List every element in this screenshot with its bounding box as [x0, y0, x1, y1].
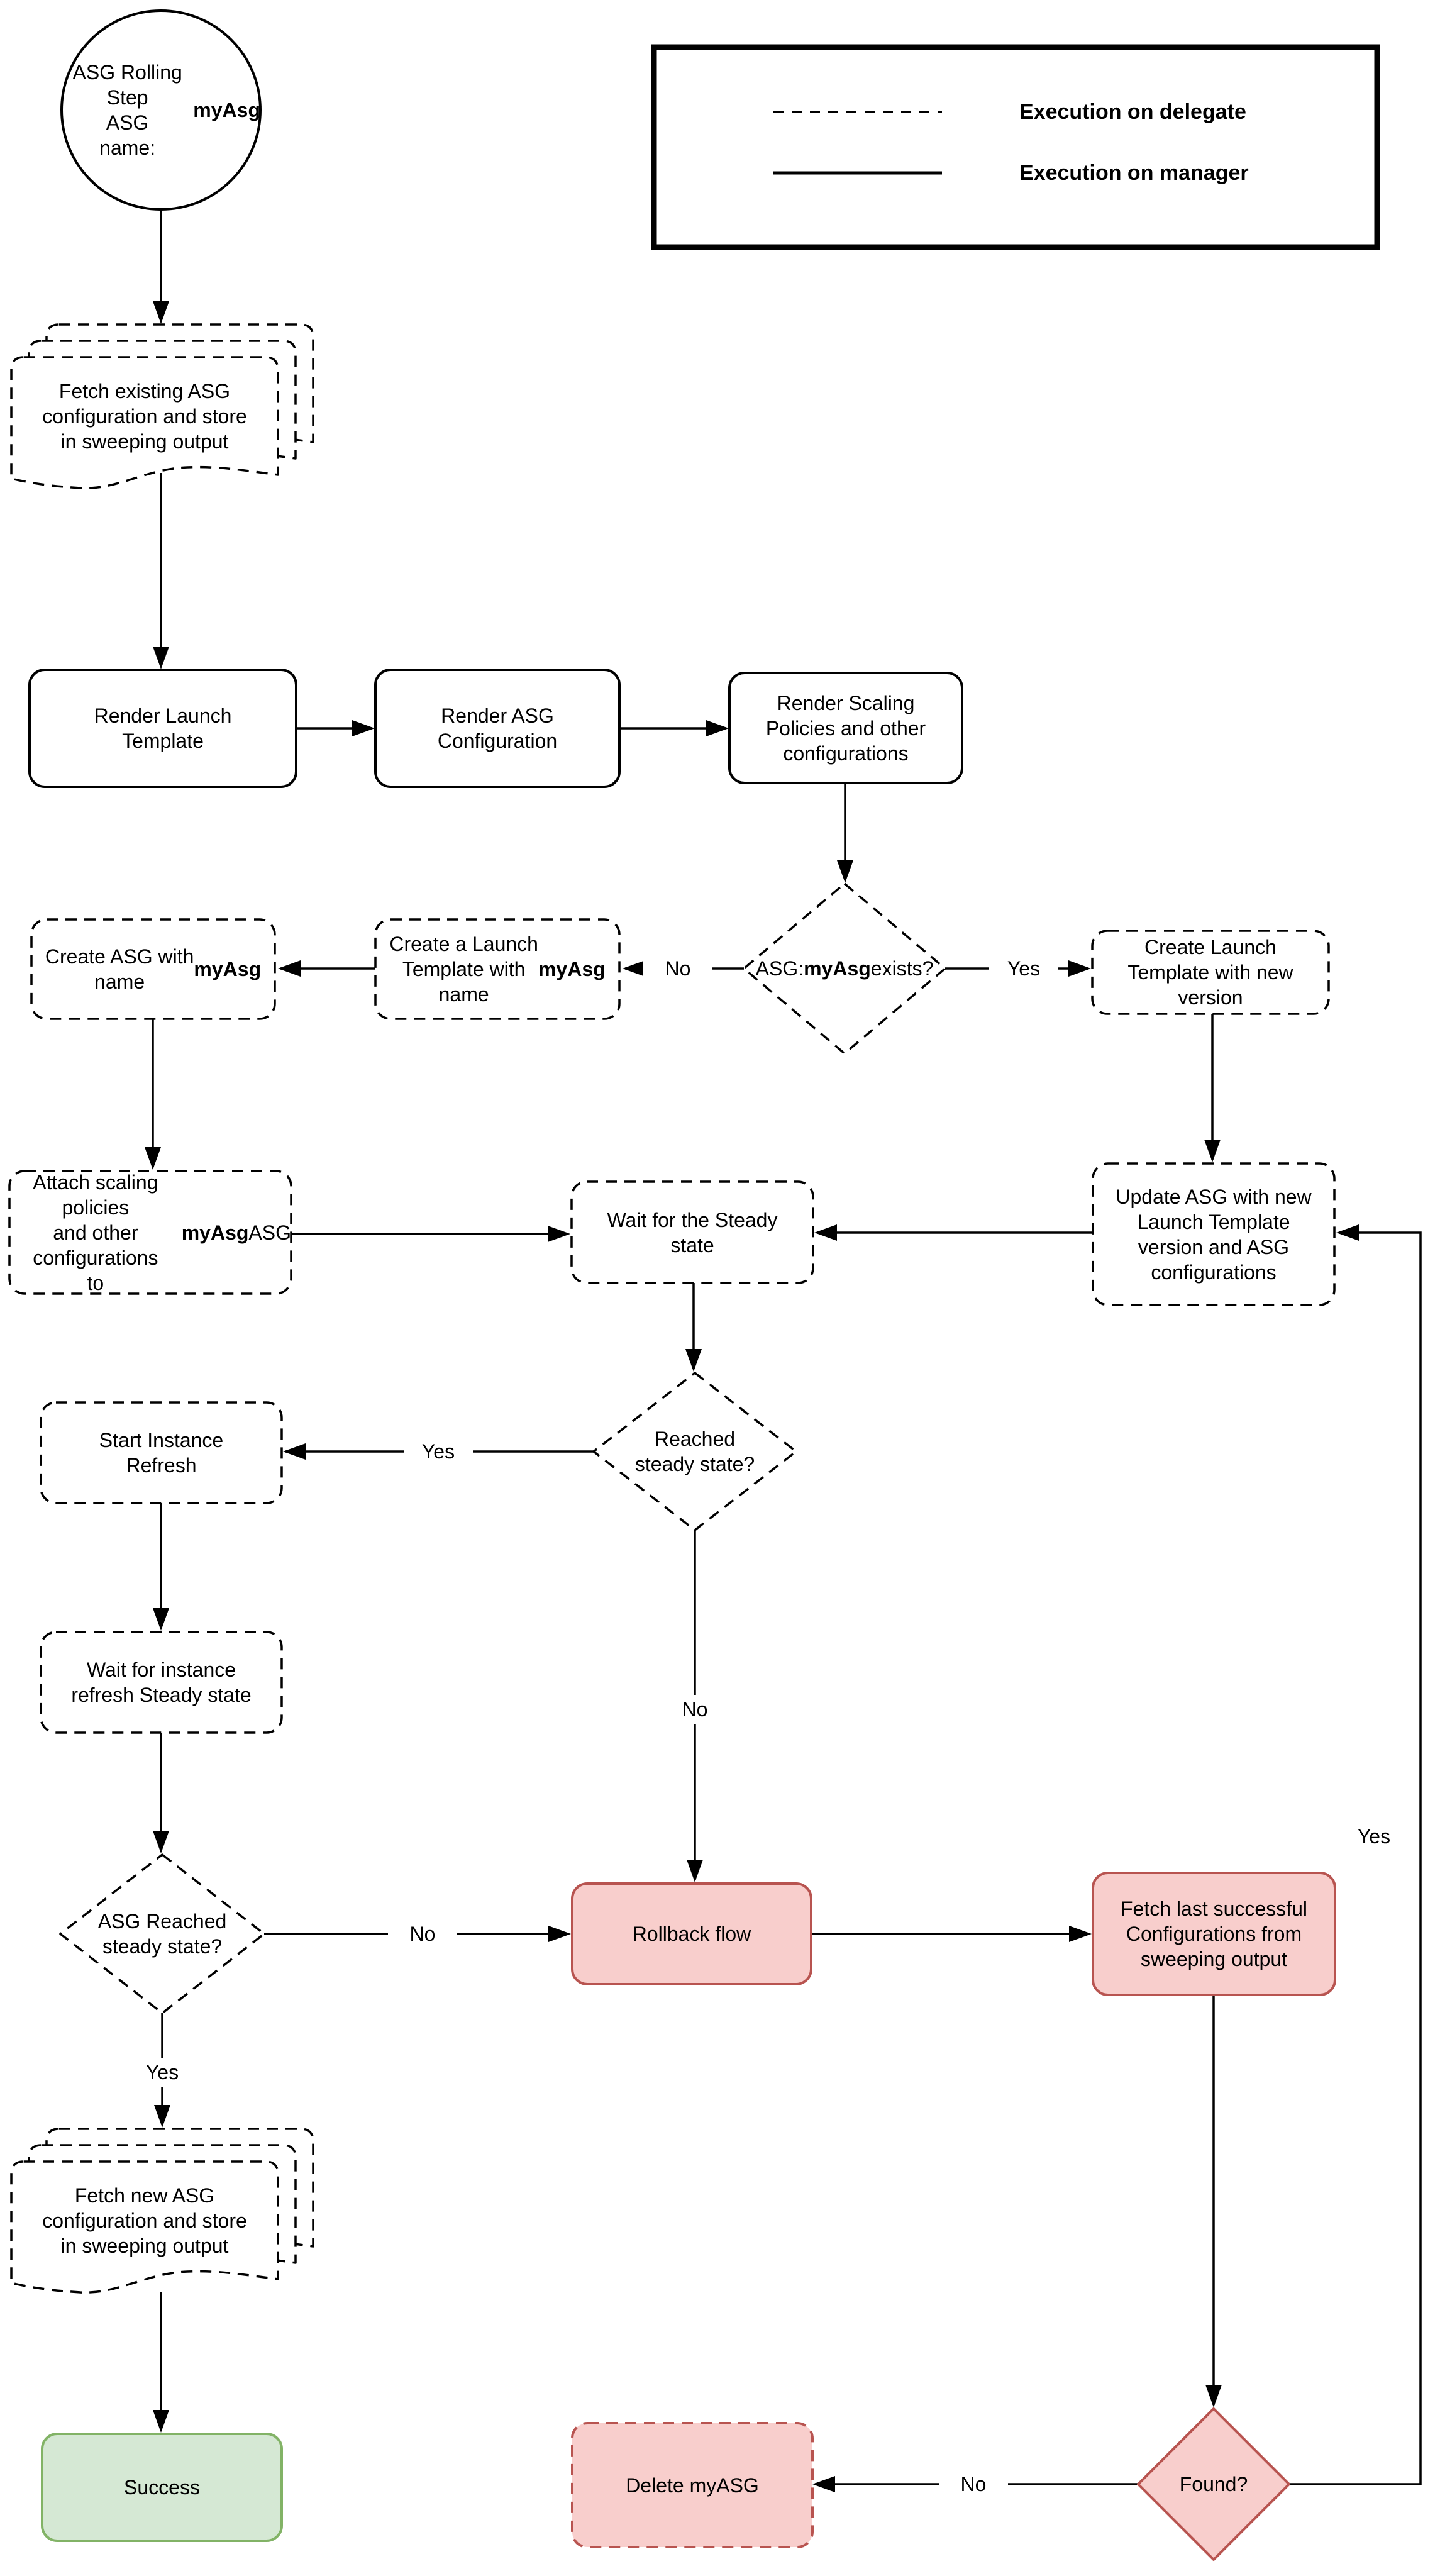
node-delete-myasg-shape: [571, 2422, 814, 2548]
node-render-launch-template-shape: [28, 669, 297, 788]
flow-connector: [1289, 1224, 1422, 2485]
node-success-label: Success: [124, 2476, 200, 2499]
node-delete-myasg-label: Delete myASG: [626, 2473, 759, 2497]
node-rollback-flow-shape: [571, 1882, 812, 1985]
edge-label-reached-steady-yes: Yes: [404, 1437, 473, 1466]
node-reached-steady-state-shape: [592, 1372, 797, 1531]
node-rollback-flow-label: Rollback flow: [632, 1923, 751, 1945]
node-render-scaling-policies-shape: [728, 672, 963, 784]
node-fetch-last-successful-shape: [1092, 1872, 1336, 1996]
edge-label-asg-reached-no: No: [388, 1919, 457, 1948]
node-start-shape: [60, 9, 262, 211]
node-fetch-new-shape: [10, 2160, 279, 2294]
node-create-asg-shape: [30, 918, 276, 1020]
node-asg-reached-steady-state-shape: [59, 1853, 265, 2014]
node-asg-exists-label: ASG:myAsg exists?: [755, 957, 934, 980]
node-fetch-existing-shape: [10, 356, 279, 489]
edge-label-asg-exists-no: No: [643, 954, 712, 983]
node-success-shape: [41, 2433, 283, 2542]
legend-item-manager-label: Execution on manager: [1019, 160, 1249, 185]
edge-label-found-no: No: [939, 2470, 1008, 2499]
node-start-instance-refresh-shape: [40, 1401, 283, 1504]
node-found-label: Found?: [1179, 2473, 1248, 2496]
node-wait-steady-state-shape: [570, 1180, 814, 1284]
node-asg-exists-shape: [743, 882, 946, 1055]
node-update-asg-shape: [1092, 1162, 1336, 1306]
edge-label-asg-exists-yes: Yes: [989, 954, 1058, 983]
legend-item-delegate-label: Execution on delegate: [1019, 99, 1246, 124]
edge-label-found-yes: Yes: [1339, 1822, 1409, 1851]
legend-box: [651, 44, 1380, 250]
node-render-asg-configuration-shape: [374, 669, 621, 788]
node-create-launch-template-shape: [374, 918, 621, 1020]
node-wait-instance-refresh-shape: [40, 1631, 283, 1734]
node-attach-scaling-policies-shape: [8, 1170, 292, 1295]
node-found-shape: [1137, 2407, 1290, 2561]
edge-label-reached-steady-no: No: [660, 1695, 729, 1724]
node-create-launch-template-new-version-shape: [1091, 930, 1330, 1015]
edge-label-asg-reached-yes: Yes: [128, 2058, 197, 2087]
